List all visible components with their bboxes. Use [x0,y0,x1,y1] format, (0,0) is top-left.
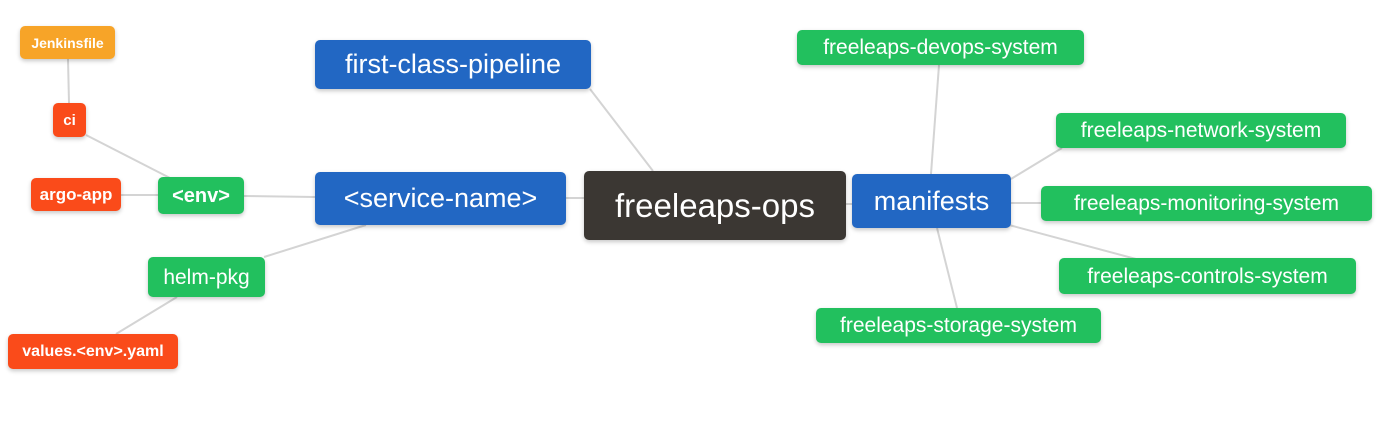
edge-first-class-pipeline-freeleaps-ops [589,88,654,172]
node-label: freeleaps-network-system [1080,119,1322,142]
node-freeleaps-monitoring-system[interactable]: freeleaps-monitoring-system [1041,186,1372,221]
edge-ci-env [85,134,171,179]
edge-helm-pkg-values-env-yaml [115,296,178,335]
edge-manifests-freeleaps-storage-system [936,227,958,309]
node-label: <service-name> [343,183,538,213]
node-env[interactable]: <env> [158,177,244,214]
node-label: freeleaps-monitoring-system [1074,192,1339,215]
node-argo-app[interactable]: argo-app [31,178,121,211]
node-manifests[interactable]: manifests [852,174,1011,228]
node-freeleaps-controls-system[interactable]: freeleaps-controls-system [1059,258,1356,294]
edge-jenkinsfile-ci [67,58,70,104]
node-label: ci [63,111,76,129]
node-label: manifests [873,185,990,216]
node-label: freeleaps-ops [615,187,815,224]
edge-manifests-freeleaps-network-system [1010,147,1063,180]
node-label: freeleaps-controls-system [1087,264,1328,288]
edge-manifests-freeleaps-controls-system [1008,224,1137,260]
node-ci[interactable]: ci [53,103,86,137]
node-label: freeleaps-storage-system [840,314,1077,337]
edge-env-service-name [243,195,316,198]
edge-service-name-helm-pkg [263,224,367,258]
node-label: first-class-pipeline [344,49,562,79]
node-freeleaps-storage-system[interactable]: freeleaps-storage-system [816,308,1101,343]
node-helm-pkg[interactable]: helm-pkg [148,257,265,297]
node-freeleaps-network-system[interactable]: freeleaps-network-system [1056,113,1346,148]
node-label: Jenkinsfile [31,34,104,51]
node-label: argo-app [39,185,113,204]
node-values-env-yaml[interactable]: values.<env>.yaml [8,334,178,369]
node-label: values.<env>.yaml [22,342,164,360]
node-label: freeleaps-devops-system [823,36,1058,59]
node-label: helm-pkg [163,265,250,289]
node-service-name[interactable]: <service-name> [315,172,566,225]
node-jenkinsfile[interactable]: Jenkinsfile [20,26,115,59]
node-freeleaps-devops-system[interactable]: freeleaps-devops-system [797,30,1084,65]
node-freeleaps-ops[interactable]: freeleaps-ops [584,171,846,240]
node-first-class-pipeline[interactable]: first-class-pipeline [315,40,591,89]
edge-manifests-freeleaps-devops-system [930,64,940,175]
node-label: <env> [172,184,230,207]
